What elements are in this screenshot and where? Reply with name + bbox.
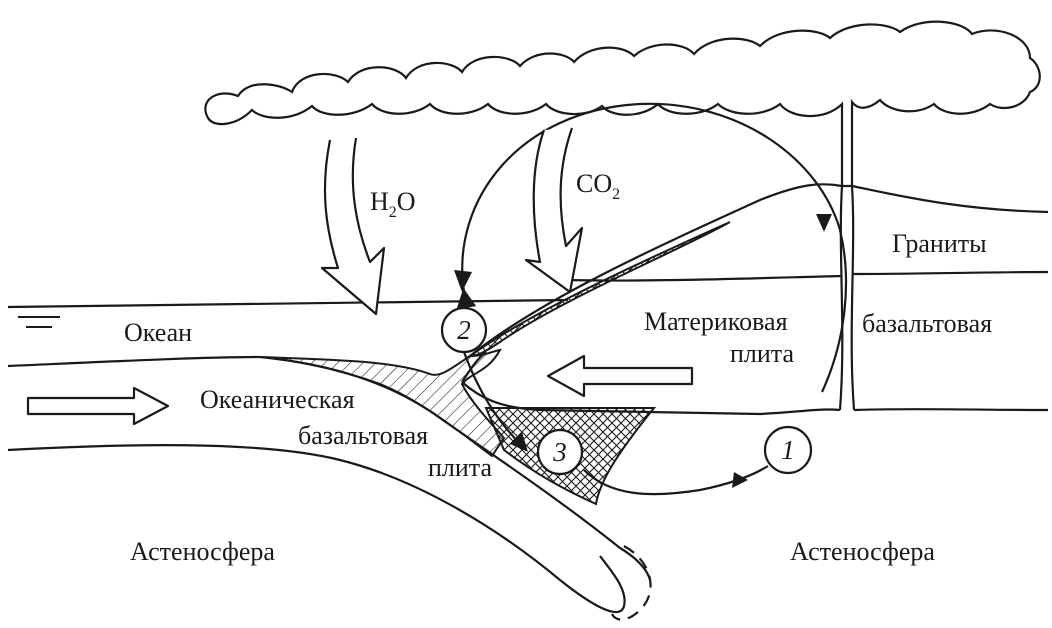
co2-arrow bbox=[526, 128, 582, 292]
marker-2-label: 2 bbox=[457, 315, 471, 345]
continental-plate-label-1: Материковая bbox=[644, 307, 788, 336]
continental-motion-arrow bbox=[548, 356, 692, 396]
marker-3-label: 3 bbox=[552, 437, 567, 467]
loop-arrow-head-left bbox=[454, 270, 472, 292]
co2-label: CO2 bbox=[576, 169, 620, 203]
granite-basalt-boundary bbox=[568, 272, 1048, 281]
oceanic-plate-label-1: Океаническая bbox=[200, 385, 355, 414]
oceanic-plate-label-2: базальтовая bbox=[298, 421, 428, 450]
oceanic-plate-label-3: плита bbox=[428, 453, 492, 482]
continental-plate-label-2: плита bbox=[730, 339, 794, 368]
continental-surface-right bbox=[852, 186, 1048, 212]
granites-label: Граниты bbox=[892, 229, 987, 258]
oceanic-motion-arrow bbox=[28, 388, 168, 424]
loop-arrow-head-up bbox=[816, 214, 832, 232]
ocean-label: Океан bbox=[124, 318, 192, 347]
h2o-label: H2O bbox=[370, 187, 416, 221]
marker-3: 3 bbox=[538, 430, 582, 474]
h2o-arrow bbox=[322, 138, 384, 314]
marker-1: 1 bbox=[765, 427, 811, 473]
marker-2: 2 bbox=[442, 308, 486, 352]
asthenosphere-right-label: Астеносфера bbox=[790, 537, 935, 566]
basalt-right-label: базальтовая bbox=[862, 309, 992, 338]
marker-1-label: 1 bbox=[781, 435, 795, 465]
loop-arrow-head-right bbox=[732, 472, 748, 488]
continental-plate-bottom bbox=[462, 382, 1048, 414]
asthenosphere-left-label: Астеносфера bbox=[130, 537, 275, 566]
volcanic-conduit bbox=[840, 186, 854, 410]
